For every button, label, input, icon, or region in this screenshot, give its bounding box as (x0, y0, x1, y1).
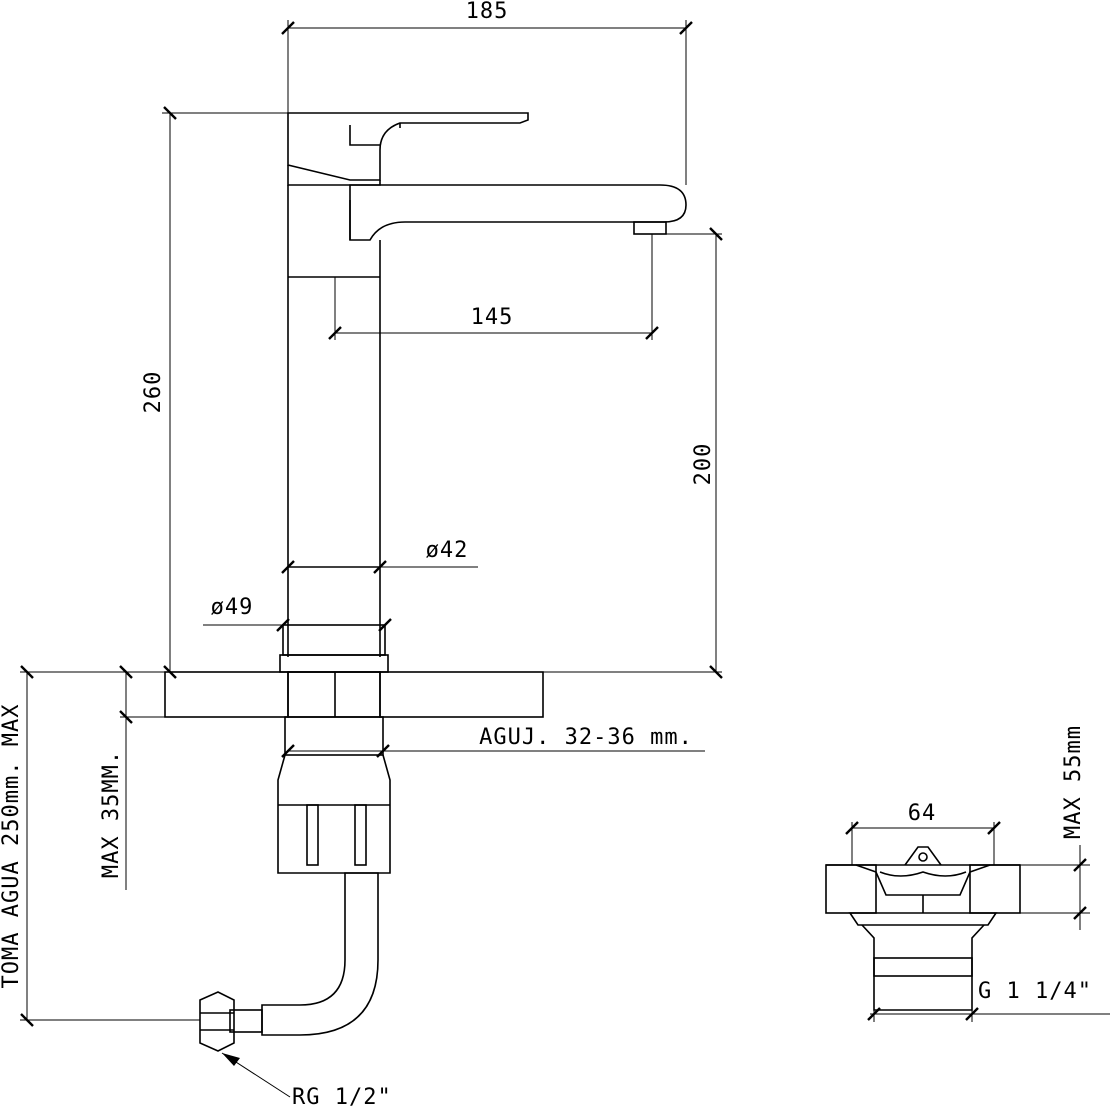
waste-deck-left (825, 864, 877, 914)
label-max-deck-thickness: MAX 35MM. (99, 750, 124, 878)
spout (349, 184, 687, 241)
waste-nut (848, 912, 998, 926)
label-hole-size: AGUJ. 32-36 mm. (479, 725, 693, 750)
waste-drain-detail (825, 821, 1110, 1022)
countertop-left (164, 671, 289, 718)
label-total-reach: 185 (466, 0, 509, 24)
label-base-diameter: ø49 (211, 595, 254, 620)
waste-deck-right (969, 864, 1021, 914)
label-body-diameter: ø42 (426, 538, 469, 563)
label-waste-width: 64 (908, 801, 937, 826)
hose-nut-hex (199, 991, 235, 1052)
dimension-lines (20, 20, 723, 1098)
aerator (633, 221, 667, 235)
label-total-height: 260 (141, 371, 166, 414)
fixing-washer (284, 716, 384, 756)
base-washer (279, 654, 389, 673)
hose-ferrule (229, 1009, 263, 1033)
dimension-labels: 185 260 145 200 ø42 ø49 AGUJ. 32-36 mm. … (0, 0, 1092, 1107)
label-spout-height: 200 (691, 443, 716, 486)
lever-detail (349, 125, 380, 146)
label-waste-max-thickness: MAX 55mm (1061, 725, 1086, 839)
under-deck-fixing (277, 716, 391, 874)
countertop-section (164, 671, 544, 718)
label-spout-reach: 145 (471, 305, 514, 330)
waste-body (861, 924, 985, 1011)
faucet-body (279, 112, 687, 673)
leader-arrowhead (222, 1053, 240, 1066)
base-flange (282, 624, 386, 656)
label-hose-thread: RG 1/2" (292, 1085, 392, 1107)
hose-braid (261, 872, 379, 1036)
flexible-hose (199, 872, 379, 1052)
countertop-right (379, 671, 544, 718)
label-waste-thread: G 1 1/4" (978, 979, 1092, 1004)
lever-handle (287, 112, 529, 181)
fixing-nut (277, 754, 391, 874)
mounting-shank (287, 671, 381, 718)
cartridge-cap (287, 165, 381, 186)
label-water-inlet: TOMA AGUA 250mm. MAX (0, 704, 24, 989)
